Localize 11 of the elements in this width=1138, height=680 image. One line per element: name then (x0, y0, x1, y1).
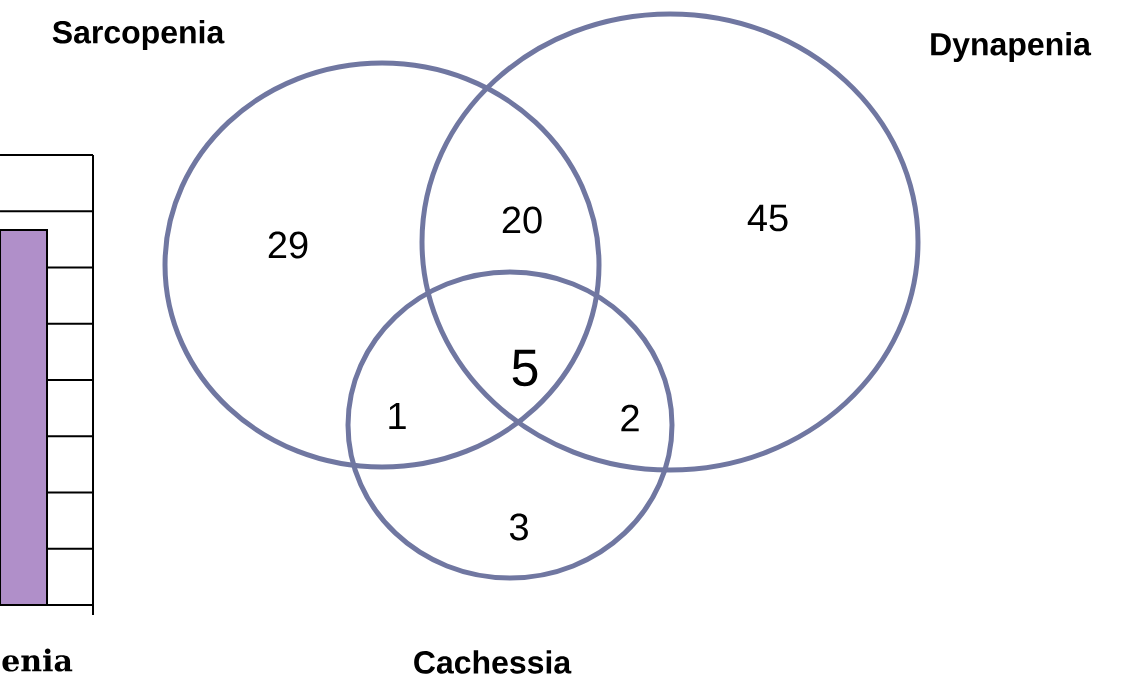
region-count: 2 (621, 404, 639, 432)
region-count: 3 (509, 513, 528, 541)
region-count: 29 (268, 231, 308, 259)
region-count: 20 (502, 206, 542, 234)
set-label: Sarcopenia (52, 20, 225, 50)
axis-label: enia (2, 648, 73, 672)
set-label: Dynapenia (931, 32, 1092, 62)
region-count: 45 (747, 204, 788, 232)
region-count: 1 (389, 402, 406, 430)
region-count: 5 (512, 349, 538, 387)
set-label: Cachessia (414, 650, 572, 674)
